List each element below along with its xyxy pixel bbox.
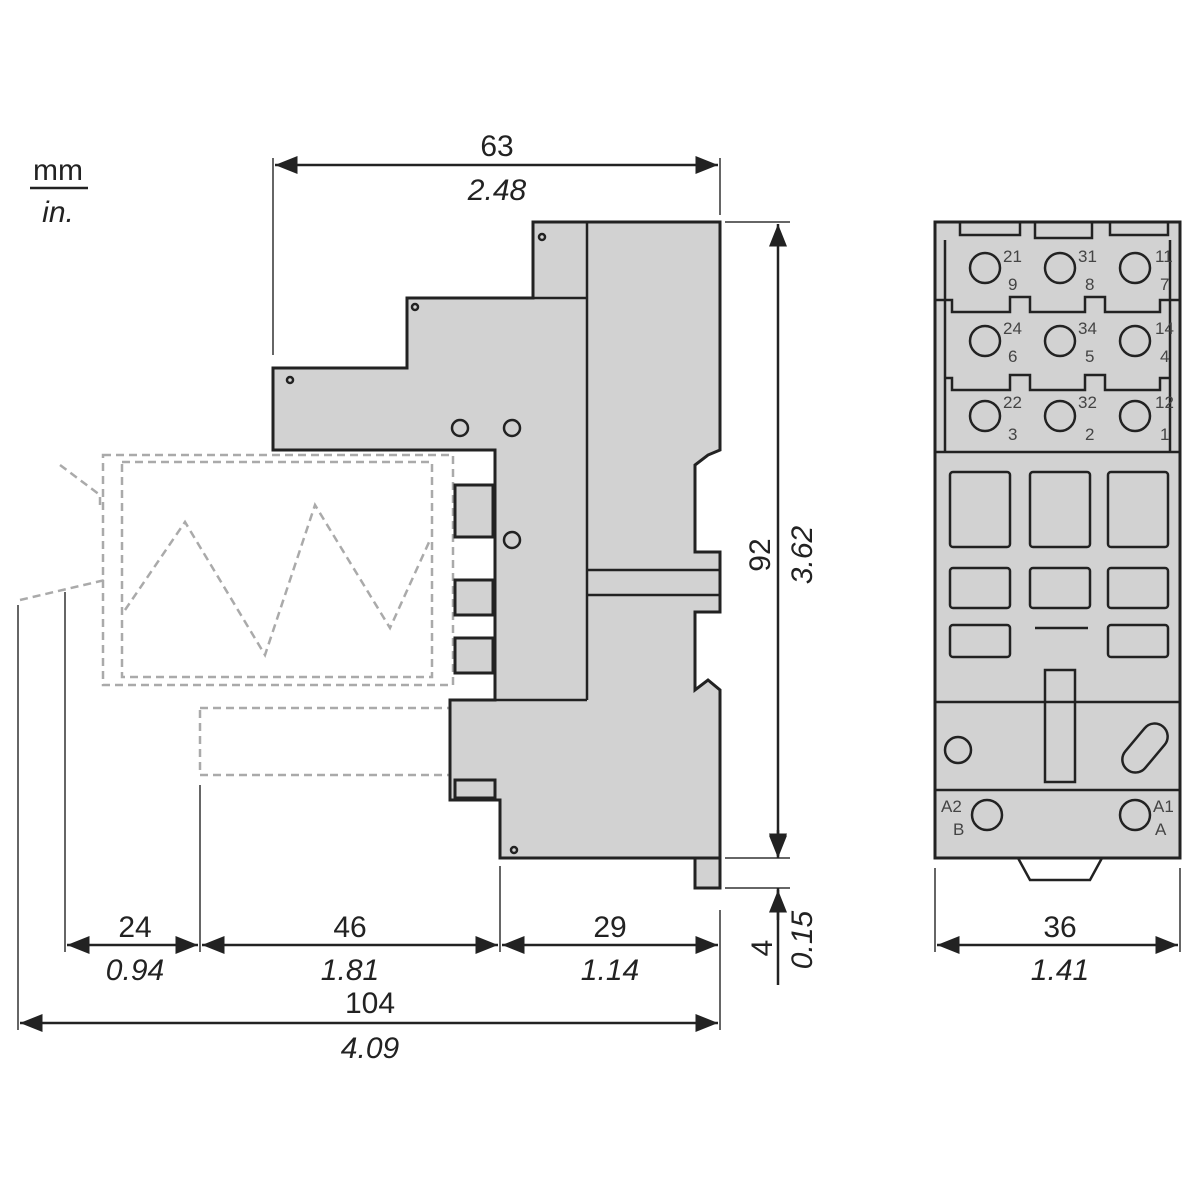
svg-text:32: 32 <box>1078 393 1097 412</box>
extension-lines <box>17 158 1181 1030</box>
dimension-lines: 63 2.48 92 3.62 4 0.15 24 0.94 46 1.81 2… <box>20 130 1178 1065</box>
svg-text:A2: A2 <box>941 797 962 816</box>
svg-text:34: 34 <box>1078 319 1097 338</box>
side-view <box>19 220 722 890</box>
dim-29: 29 <box>593 911 626 944</box>
dim-3-62: 3.62 <box>786 525 819 584</box>
din-foot <box>693 856 722 890</box>
svg-text:11: 11 <box>1155 247 1173 266</box>
dim-4-09: 4.09 <box>341 1032 400 1065</box>
svg-text:3: 3 <box>1008 425 1017 444</box>
svg-text:31: 31 <box>1078 247 1097 266</box>
svg-text:14: 14 <box>1155 319 1174 338</box>
unit-in: in. <box>42 196 74 229</box>
svg-text:5: 5 <box>1085 347 1094 366</box>
socket-body-front <box>933 220 1182 860</box>
dim-1-41: 1.41 <box>1031 954 1089 987</box>
svg-text:21: 21 <box>1003 247 1022 266</box>
svg-text:24: 24 <box>1003 319 1022 338</box>
svg-text:8: 8 <box>1085 275 1094 294</box>
dashed-spring <box>123 502 432 658</box>
dim-2-48: 2.48 <box>467 174 527 207</box>
terminal-labels: 219 318 117 246 345 144 223 322 121 A2B … <box>941 247 1174 839</box>
dim-104: 104 <box>345 987 395 1020</box>
svg-text:9: 9 <box>1008 275 1017 294</box>
dim-0-15: 0.15 <box>786 910 819 969</box>
dim-92: 92 <box>744 538 777 571</box>
dim-1-14: 1.14 <box>581 954 639 987</box>
unit-mm: mm <box>33 154 83 187</box>
dim-1-81: 1.81 <box>321 954 379 987</box>
dim-24: 24 <box>118 911 151 944</box>
dashed-relay-outline <box>101 453 455 687</box>
svg-text:A1: A1 <box>1153 797 1174 816</box>
dim-36: 36 <box>1043 911 1076 944</box>
svg-text:22: 22 <box>1003 393 1022 412</box>
svg-text:6: 6 <box>1008 347 1017 366</box>
dim-46: 46 <box>333 911 366 944</box>
dashed-lower-outline <box>198 706 452 777</box>
svg-text:2: 2 <box>1085 425 1094 444</box>
dim-63: 63 <box>480 130 513 163</box>
unit-legend: mm in. <box>30 154 88 229</box>
dim-0-94: 0.94 <box>106 954 164 987</box>
svg-text:B: B <box>953 820 964 839</box>
svg-text:4: 4 <box>1160 347 1169 366</box>
socket-body-side <box>271 220 722 860</box>
dim-4: 4 <box>746 940 779 957</box>
svg-text:12: 12 <box>1155 393 1174 412</box>
svg-text:A: A <box>1155 820 1167 839</box>
svg-text:1: 1 <box>1160 425 1169 444</box>
svg-text:7: 7 <box>1160 275 1169 294</box>
front-view: 219 318 117 246 345 144 223 322 121 A2B … <box>933 220 1182 882</box>
